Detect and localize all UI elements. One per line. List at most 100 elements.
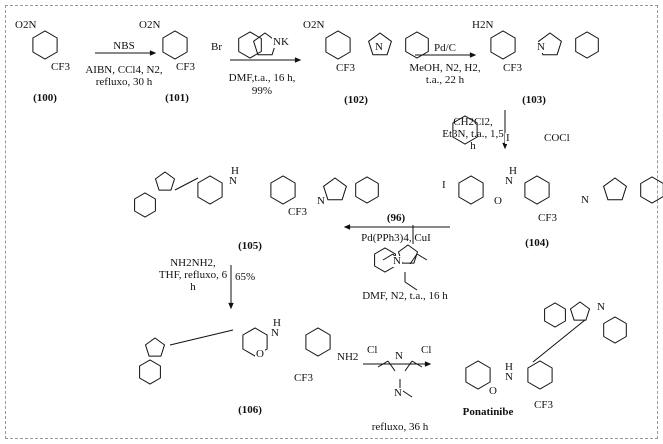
benzene-ring — [465, 360, 491, 390]
atom-cf3: CF3 — [50, 61, 71, 73]
compound-label-106: (106) — [238, 404, 262, 416]
step2-yield: 99% — [251, 85, 273, 97]
benzene-ring — [162, 30, 188, 60]
piperazine-ring — [603, 316, 627, 344]
atom-h2n: H2N — [471, 19, 495, 31]
benzene-ring — [458, 175, 484, 205]
benzene-ring — [238, 31, 262, 59]
step7-conditions: refluxo, 36 h — [371, 421, 429, 433]
atom-h: H — [504, 361, 514, 373]
step4-conditions: CH2Cl2, Et3N, t.a., 1,5 h — [442, 116, 504, 152]
imidazole-ring — [397, 244, 419, 264]
arrow-head — [294, 57, 302, 63]
imide-ring — [603, 177, 627, 201]
compound-label-105: (105) — [238, 240, 262, 252]
step2-conditions: DMF,t.a., 16 h, — [228, 72, 296, 84]
arrow-head — [228, 302, 234, 310]
step1-conditions: AIBN, CCl4, N2, refluxo, 30 h — [85, 64, 163, 88]
imide-ring — [323, 177, 347, 201]
compound-label-103: (103) — [522, 94, 546, 106]
atom-o2n: O2N — [138, 19, 162, 31]
reagent-potassium-phthalimide: NK — [272, 36, 290, 48]
bond — [409, 253, 418, 265]
step5-catalysts: Pd(PPh3)4, CuI — [361, 232, 431, 244]
benzene-ring — [305, 327, 331, 357]
compound-label-104: (104) — [525, 237, 549, 249]
benzene-ring — [527, 360, 553, 390]
bond — [416, 253, 428, 261]
atom-cf3: CF3 — [335, 62, 356, 74]
benzene-ring — [640, 176, 663, 204]
arrow-head — [424, 361, 432, 367]
arrow-head — [469, 52, 477, 58]
atom-cf3: CF3 — [533, 399, 554, 411]
atom-n: N — [504, 175, 514, 187]
bond — [387, 360, 396, 372]
pyridazine-ring — [374, 247, 396, 273]
pyridazine-ring — [139, 359, 161, 385]
compound-label-ponatinib: Ponatinibe — [462, 406, 514, 418]
benzene-ring — [197, 175, 223, 205]
atom-o2n: O2N — [302, 19, 326, 31]
atom-cf3: CF3 — [502, 62, 523, 74]
reagent-acyl-chloride: COCl — [543, 132, 571, 144]
benzene-ring — [490, 30, 516, 60]
atom-o: O — [493, 195, 503, 207]
atom-cf3: CF3 — [537, 212, 558, 224]
benzene-ring — [405, 31, 429, 59]
atom-h: H — [508, 165, 518, 177]
bond — [411, 360, 423, 368]
imidazole-ring — [569, 301, 591, 321]
benzene-ring — [355, 176, 379, 204]
step6-yield: 65% — [235, 271, 256, 283]
atom-i: I — [505, 132, 511, 144]
atom-cf3: CF3 — [293, 372, 314, 384]
imide-ring — [538, 32, 562, 56]
atom-n: N — [228, 175, 238, 187]
atom-br: Br — [210, 41, 223, 53]
step3-reagent: Pd/C — [433, 42, 457, 54]
benzene-ring — [575, 31, 599, 59]
step3-conditions: MeOH, N2, H2, t.a., 22 h — [409, 62, 481, 86]
compound-label-96: (96) — [386, 212, 406, 224]
atom-cf3: CF3 — [175, 61, 196, 73]
step5-conditions: DMF, N2, t.a., 16 h — [362, 290, 448, 302]
imidazole-ring — [154, 171, 176, 191]
pyridazine-ring — [134, 192, 156, 218]
atom-n: N — [504, 371, 514, 383]
atom-n: N — [393, 387, 403, 399]
atom-cl: Cl — [420, 344, 433, 356]
atom-o2n: O2N — [14, 19, 38, 31]
atom-o: O — [255, 348, 265, 360]
atom-h: H — [272, 317, 282, 329]
atom-cf3: CF3 — [287, 206, 308, 218]
pyridazine-ring — [544, 302, 566, 328]
atom-n: N — [536, 41, 546, 53]
atom-n: N — [392, 255, 402, 267]
compound-label-102: (102) — [344, 94, 368, 106]
compound-label-100: (100) — [33, 92, 57, 104]
atom-o: O — [488, 385, 498, 397]
bond — [404, 360, 413, 372]
bond — [404, 281, 418, 291]
atom-i: I — [441, 179, 447, 191]
atom-h: H — [230, 165, 240, 177]
atom-cl: Cl — [366, 344, 379, 356]
benzene-ring — [270, 175, 296, 205]
atom-n: N — [374, 41, 384, 53]
atom-nh2: NH2 — [336, 351, 360, 363]
benzene-ring — [452, 115, 478, 145]
bond — [377, 360, 389, 368]
atom-n: N — [270, 327, 280, 339]
imide-ring — [368, 32, 392, 56]
benzene-ring — [325, 30, 351, 60]
atom-n: N — [394, 350, 404, 362]
alkyne-bond — [174, 177, 199, 191]
benzene-ring — [524, 175, 550, 205]
atom-n: N — [316, 195, 326, 207]
imidazole-ring — [144, 337, 166, 357]
benzene-ring — [32, 30, 58, 60]
atom-n: N — [596, 301, 606, 313]
